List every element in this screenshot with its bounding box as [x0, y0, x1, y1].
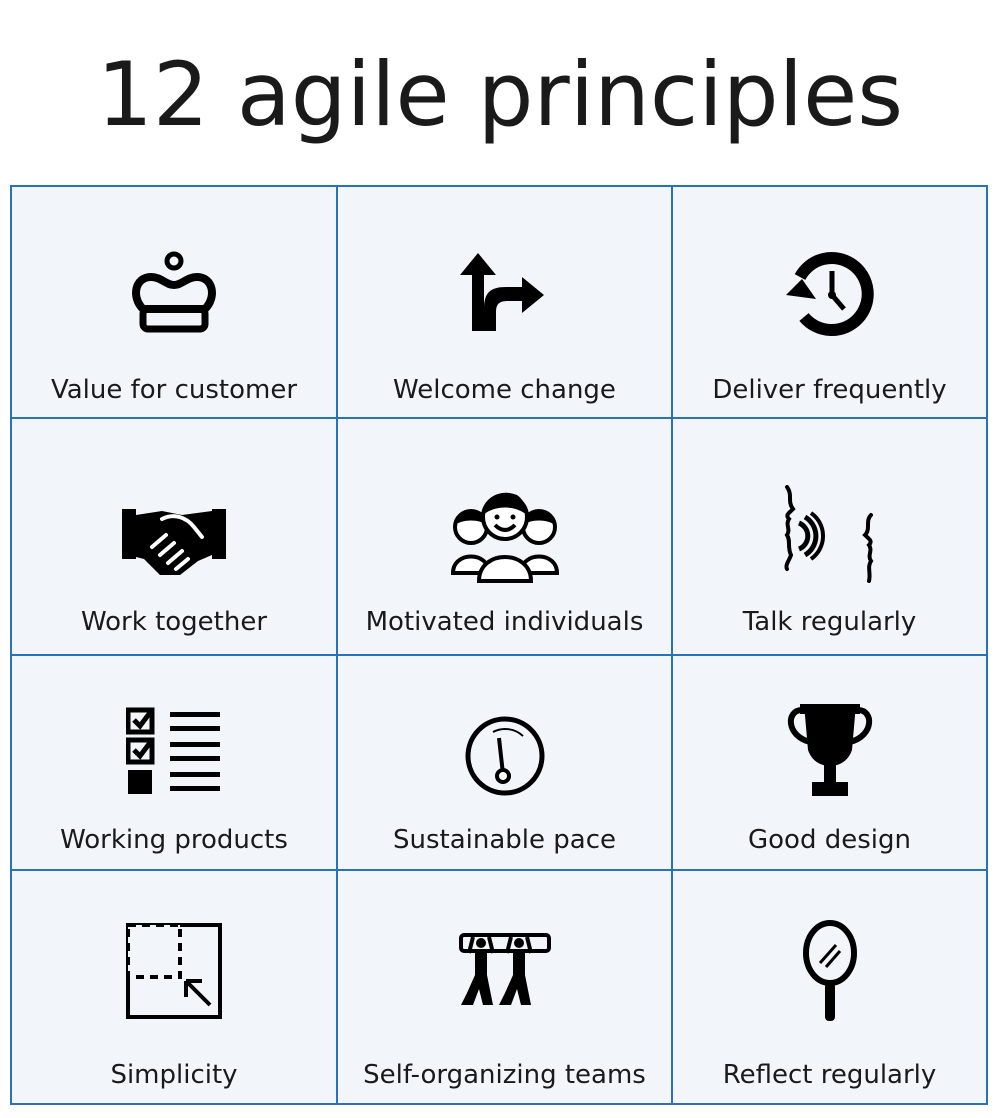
principle-card-good-design: Good design — [673, 656, 986, 871]
principle-label: Talk regularly — [742, 607, 917, 637]
branch-arrow-icon — [459, 249, 550, 339]
team-carrying-icon — [457, 931, 553, 1009]
principle-label: Welcome change — [393, 375, 616, 405]
principle-label: Sustainable pace — [392, 825, 616, 855]
crown-icon — [129, 249, 219, 339]
principle-label: Self-organizing teams — [363, 1060, 646, 1090]
principle-label: Deliver frequently — [712, 375, 947, 405]
hand-mirror-icon — [800, 917, 860, 1025]
principle-card-reflect-regularly: Reflect regularly — [673, 871, 986, 1103]
handshake-icon — [122, 501, 226, 579]
principle-card-welcome-change: Welcome change — [338, 187, 673, 419]
principle-label: Simplicity — [110, 1060, 238, 1090]
principle-label: Reflect regularly — [722, 1060, 937, 1090]
page-title: 12 agile principles — [96, 43, 904, 146]
principle-card-self-organizing-teams: Self-organizing teams — [338, 871, 673, 1103]
principle-card-talk-regularly: Talk regularly — [673, 419, 986, 656]
principle-label: Good design — [748, 825, 911, 855]
principle-card-simplicity: Simplicity — [12, 871, 338, 1103]
principle-label: Value for customer — [50, 375, 298, 405]
principle-card-value-for-customer: Value for customer — [12, 187, 338, 419]
principle-label: Work together — [80, 607, 268, 637]
trophy-icon — [782, 700, 878, 800]
gauge-icon — [463, 714, 547, 798]
checklist-icon — [126, 706, 222, 798]
principle-card-work-together: Work together — [12, 419, 338, 656]
clock-cycle-icon — [780, 243, 880, 343]
principle-card-deliver-frequently: Deliver frequently — [673, 187, 986, 419]
principle-label: Working products — [60, 825, 288, 855]
talking-faces-icon — [775, 485, 885, 585]
principle-card-motivated-individuals: Motivated individuals — [338, 419, 673, 656]
principle-card-working-products: Working products — [12, 656, 338, 871]
principle-card-sustainable-pace: Sustainable pace — [338, 656, 673, 871]
principle-label: Motivated individuals — [365, 607, 644, 637]
shrink-square-icon — [124, 921, 224, 1021]
principles-grid: Value for customer Welcome change Delive… — [10, 185, 988, 1105]
happy-people-icon — [449, 487, 561, 583]
